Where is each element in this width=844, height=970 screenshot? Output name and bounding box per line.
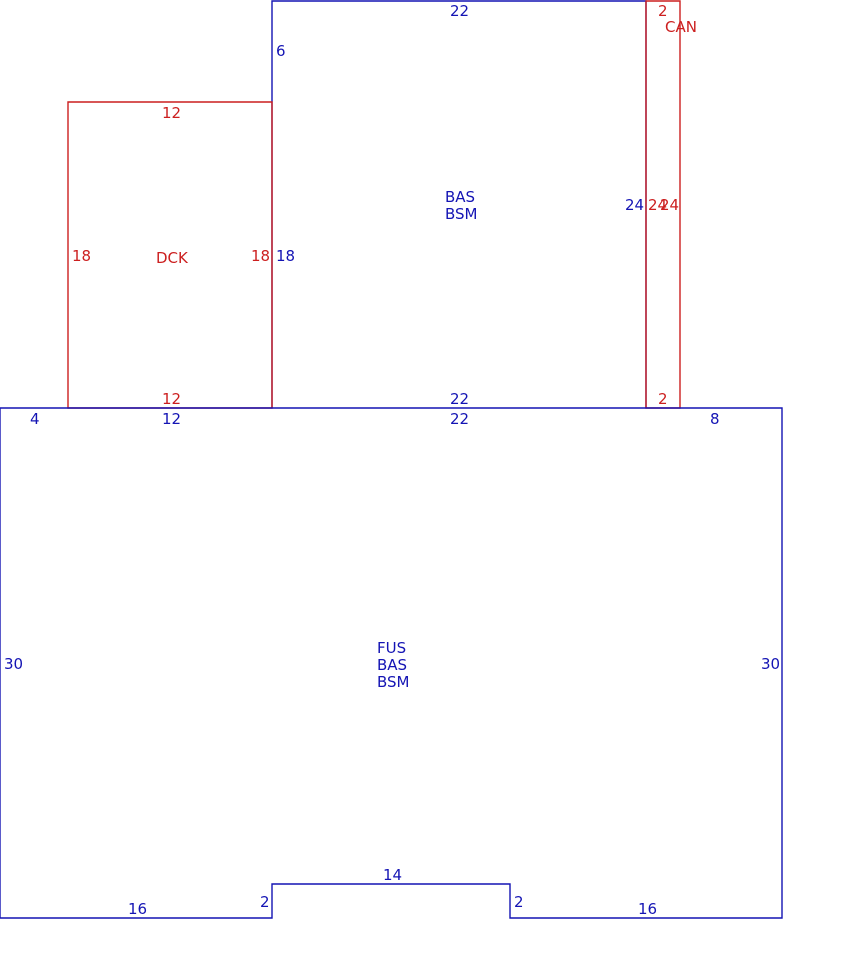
upper-bottom-dimension: 22	[450, 390, 469, 408]
deck-top-dimension: 12	[162, 104, 181, 122]
upper-right-dimension: 24	[625, 196, 644, 214]
main-section-label-line-2: BAS	[377, 656, 407, 674]
main-notch-right-dimension: 2	[514, 893, 524, 911]
canopy-top-dimension: 2	[658, 2, 668, 20]
main-bottom-left-dimension: 16	[128, 900, 147, 918]
main-section-outline	[0, 407, 783, 919]
main-top-mid-dimension: 22	[450, 410, 469, 428]
deck-bottom-dimension: 12	[162, 390, 181, 408]
deck-left-dimension: 18	[72, 247, 91, 265]
main-left-dimension: 30	[4, 655, 23, 673]
main-right-dimension: 30	[761, 655, 780, 673]
main-section-label-line-1: FUS	[377, 639, 406, 657]
upper-section-label-line-1: BAS	[445, 188, 475, 206]
canopy-label: CAN	[665, 18, 697, 36]
main-notch-top-dimension: 14	[383, 866, 402, 884]
main-notch-left-dimension: 2	[260, 893, 270, 911]
canopy-bottom-dimension: 2	[658, 390, 668, 408]
main-top-left-dimension: 4	[30, 410, 40, 428]
main-top-mid-left-dimension: 12	[162, 410, 181, 428]
main-top-right-dimension: 8	[710, 410, 720, 428]
upper-left-lower-dimension: 18	[276, 247, 295, 265]
upper-section-label-line-2: BSM	[445, 205, 478, 223]
deck-label: DCK	[156, 249, 189, 267]
main-bottom-right-dimension: 16	[638, 900, 657, 918]
deck-right-dimension: 18	[251, 247, 270, 265]
canopy-left-dimension: 24	[648, 196, 667, 214]
upper-top-dimension: 22	[450, 2, 469, 20]
upper-left-upper-dimension: 6	[276, 42, 286, 60]
canopy-right-dimension: 24	[660, 196, 679, 214]
main-section-label-line-3: BSM	[377, 673, 410, 691]
